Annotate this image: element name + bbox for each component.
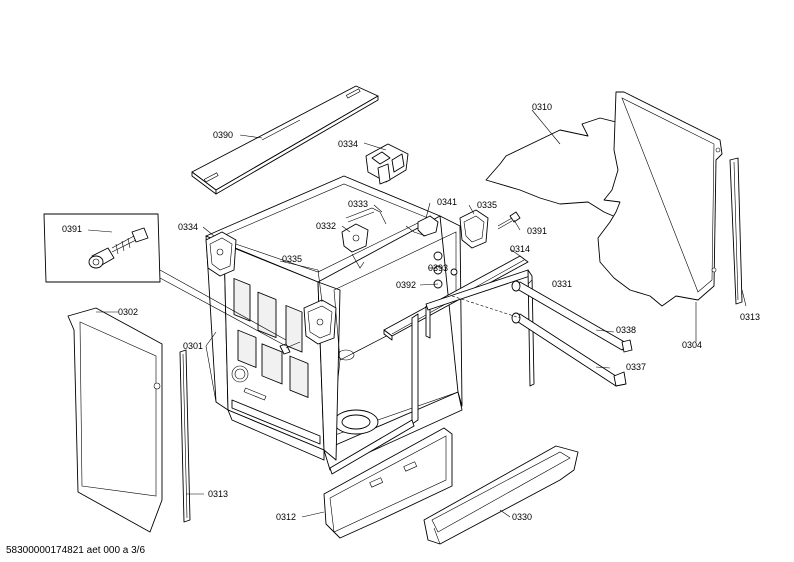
base-panel-0330 [423, 445, 579, 545]
bracket-0334-corner [205, 231, 237, 277]
rail-frame-0331 [329, 269, 535, 475]
bracket-0334-top [365, 143, 409, 185]
base-panel-0312 [323, 427, 453, 539]
label-0313-left: 0313 [208, 489, 228, 499]
label-0313-right: 0313 [740, 312, 760, 322]
label-0333: 0333 [348, 199, 368, 209]
drawing-reference-footer: 58300000174821 aet 000 a 3/6 [6, 545, 145, 556]
trim-strip-0313-left [179, 349, 191, 523]
label-0391-inset: 0391 [62, 224, 82, 234]
rail-0338 [511, 280, 633, 353]
label-0335-right: 0335 [477, 200, 497, 210]
label-0341: 0341 [437, 197, 457, 207]
label-0393: 0393 [428, 263, 448, 273]
door-panel-0302 [67, 307, 163, 533]
detail-inset-0391 [43, 213, 161, 283]
top-plate-0390 [191, 85, 379, 195]
label-0312: 0312 [276, 512, 296, 522]
trim-strip-0313-right [729, 157, 743, 305]
label-0338: 0338 [616, 325, 636, 335]
wire-0333 [345, 207, 387, 225]
leader-lines [87, 109, 747, 518]
label-0332: 0332 [316, 221, 336, 231]
screw-0391-right [497, 211, 521, 230]
bracket-0335-right [459, 209, 489, 249]
label-0337: 0337 [626, 362, 646, 372]
label-0330: 0330 [512, 512, 532, 522]
label-0302: 0302 [118, 307, 138, 317]
label-0301: 0301 [183, 341, 203, 351]
label-0390: 0390 [213, 130, 233, 140]
tub-frame-0301 [205, 175, 463, 471]
label-0304: 0304 [682, 340, 702, 350]
label-0331: 0331 [552, 279, 572, 289]
label-0334-corner: 0334 [178, 222, 198, 232]
label-0391-right: 0391 [527, 226, 547, 236]
part-labels: 0390 0334 0334 0333 0341 0335 0335 0332 … [62, 102, 760, 522]
rail-0337 [511, 312, 627, 387]
label-0335-left: 0335 [282, 254, 302, 264]
label-0392: 0392 [396, 280, 416, 290]
bracket-0335-left [303, 299, 337, 345]
label-0334-top: 0334 [338, 139, 358, 149]
side-panel-0304 [597, 91, 723, 307]
clip-0341 [417, 215, 439, 237]
label-0314: 0314 [510, 244, 530, 254]
label-0310: 0310 [532, 102, 552, 112]
